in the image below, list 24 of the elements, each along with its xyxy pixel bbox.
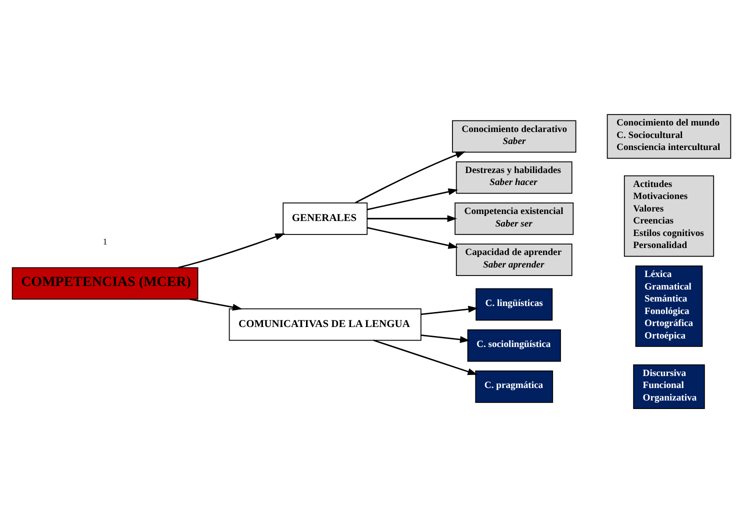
arrow xyxy=(373,339,478,374)
arrow xyxy=(190,298,242,310)
node-box: GENERALES xyxy=(282,202,368,234)
node-box: C. pragmática xyxy=(475,370,554,402)
node-box: COMPETENCIAS (MCER) xyxy=(12,266,198,300)
node-box: Competencia existencial Saber ser xyxy=(454,202,574,234)
node-box: C. lingüísticas xyxy=(476,288,553,320)
node-box: Capacidad de aprender Saber aprender xyxy=(456,243,572,276)
arrow xyxy=(420,334,470,342)
node-box: Léxica Gramatical Semántica Fonológica Ortográfica Ortoépica xyxy=(635,264,703,346)
node-box: Conocimiento declarativo Saber xyxy=(452,120,576,152)
arrow xyxy=(355,150,466,203)
node-box: Conocimiento del mundo C. Sociocultural Consciencia intercultural xyxy=(606,114,732,158)
arrow xyxy=(367,188,458,210)
label: 1 xyxy=(102,236,108,246)
node-box: C. sociolingüística xyxy=(467,328,561,362)
arrow xyxy=(420,305,478,314)
node-box: Destrezas y habilidades Saber hacer xyxy=(456,160,572,194)
node-box: Discursiva Funcional Organizativa xyxy=(633,364,705,408)
node-box: Actitudes Motivaciones Valores Creencias Estilos cognitivos Personalidad xyxy=(624,174,714,256)
arrow xyxy=(367,214,458,222)
node-box: COMUNICATIVAS DE LA LENGUA xyxy=(228,308,422,340)
arrow xyxy=(178,232,286,268)
arrow xyxy=(367,226,458,248)
